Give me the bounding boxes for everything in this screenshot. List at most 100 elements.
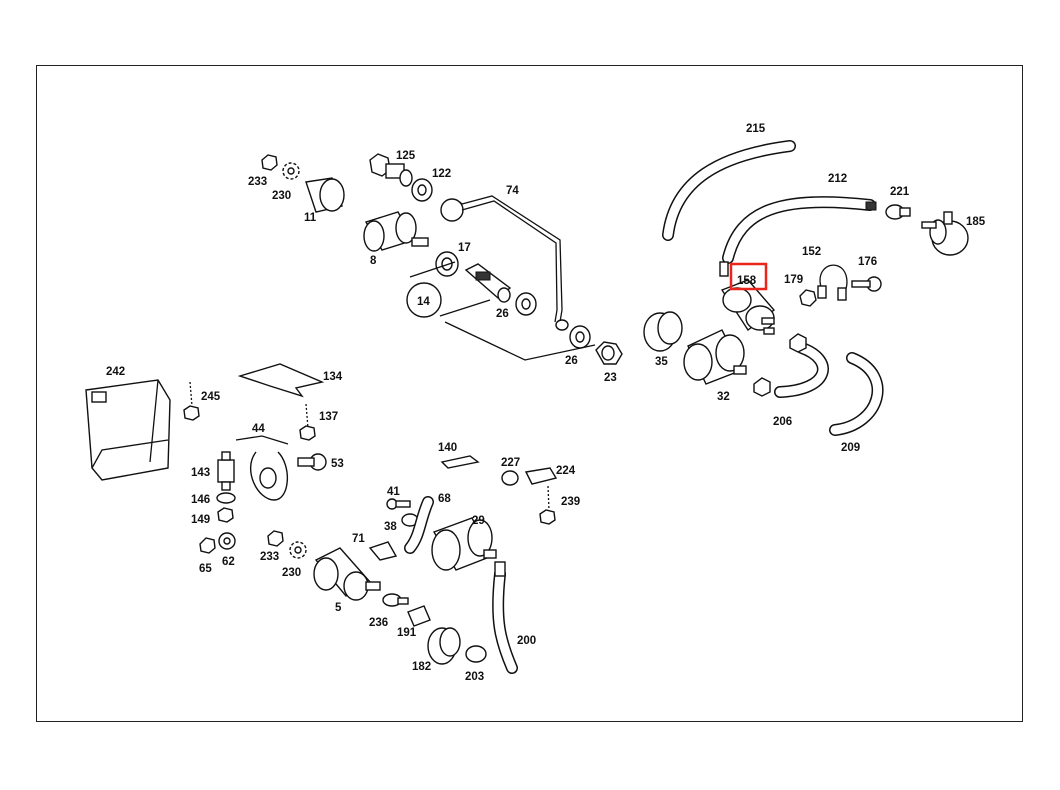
label-5[interactable]: 5 (335, 602, 342, 614)
label-125[interactable]: 125 (396, 150, 416, 162)
label-41[interactable]: 41 (387, 486, 400, 498)
cap-182[interactable] (427, 627, 461, 665)
hose-68[interactable] (404, 496, 434, 554)
bolt-41[interactable] (386, 498, 411, 510)
label-206[interactable]: 206 (773, 416, 792, 428)
screw-239[interactable] (539, 485, 556, 525)
clamp-44[interactable] (235, 435, 289, 501)
nut-65[interactable] (199, 537, 216, 554)
bracket-140[interactable] (440, 455, 480, 469)
label-32[interactable]: 32 (717, 391, 730, 403)
hose-212[interactable] (722, 196, 877, 264)
label-158[interactable]: 158 (737, 275, 757, 287)
label-152[interactable]: 152 (802, 246, 821, 258)
label-209[interactable]: 209 (841, 442, 860, 454)
label-23[interactable]: 23 (604, 372, 617, 384)
label-8[interactable]: 8 (370, 255, 377, 267)
label-221[interactable]: 221 (890, 186, 910, 198)
label-38[interactable]: 38 (384, 521, 397, 533)
label-35[interactable]: 35 (655, 356, 668, 368)
washer-230-top[interactable] (282, 162, 300, 180)
label-143[interactable]: 143 (191, 467, 210, 479)
label-149[interactable]: 149 (191, 514, 210, 526)
label-245[interactable]: 245 (201, 391, 221, 403)
nut-179[interactable] (799, 289, 817, 307)
label-53[interactable]: 53 (331, 458, 344, 470)
label-11[interactable]: 11 (304, 212, 317, 224)
label-146[interactable]: 146 (191, 494, 210, 506)
mount-143[interactable] (217, 451, 235, 491)
label-140[interactable]: 140 (438, 442, 457, 454)
label-239[interactable]: 239 (561, 496, 580, 508)
sleeve-11[interactable] (305, 177, 345, 213)
label-233-top[interactable]: 233 (248, 176, 267, 188)
label-182[interactable]: 182 (412, 661, 431, 673)
nut-233-top[interactable] (261, 154, 278, 171)
bracket-152[interactable] (817, 264, 848, 301)
label-62[interactable]: 62 (222, 556, 235, 568)
clamp-221[interactable] (885, 204, 911, 220)
clamp-203[interactable] (465, 645, 487, 663)
hose-215[interactable] (662, 140, 796, 241)
washer-62[interactable] (218, 532, 236, 550)
label-74[interactable]: 74 (506, 185, 519, 197)
hose-209[interactable] (829, 352, 884, 436)
label-203[interactable]: 203 (465, 671, 484, 683)
washer-122[interactable] (411, 178, 433, 202)
ring-35[interactable] (643, 311, 683, 352)
label-137[interactable]: 137 (319, 411, 338, 423)
accumulator-32[interactable] (683, 329, 747, 385)
sleeve-191[interactable] (407, 605, 431, 627)
label-230-bottom[interactable]: 230 (282, 567, 301, 579)
hose-200[interactable] (492, 561, 518, 674)
nut-149[interactable] (217, 507, 234, 523)
fitting-125[interactable] (369, 153, 413, 187)
washer-26-mid[interactable] (569, 325, 591, 349)
label-200[interactable]: 200 (517, 635, 536, 647)
label-26-top[interactable]: 26 (496, 308, 509, 320)
grommet-227[interactable] (501, 470, 519, 486)
label-230-top[interactable]: 230 (272, 190, 291, 202)
label-227[interactable]: 227 (501, 457, 520, 469)
clip-224[interactable] (524, 467, 558, 485)
label-191[interactable]: 191 (397, 627, 417, 639)
bracket-242[interactable] (85, 379, 171, 481)
hose-206[interactable] (753, 333, 829, 398)
label-212[interactable]: 212 (828, 173, 847, 185)
injector-group[interactable] (464, 263, 512, 303)
valve-185[interactable] (921, 211, 969, 256)
screw-137[interactable] (299, 403, 316, 441)
fuel-pump-158[interactable] (719, 261, 776, 335)
clamp-71[interactable] (368, 541, 398, 561)
washer-26-top[interactable] (515, 292, 537, 316)
pump-5[interactable] (313, 547, 381, 601)
washer-230-bottom[interactable] (289, 541, 307, 559)
nut-23[interactable] (595, 341, 623, 365)
screw-245[interactable] (183, 381, 200, 421)
nut-233-bottom[interactable] (267, 530, 284, 547)
label-26-mid[interactable]: 26 (565, 355, 578, 367)
label-44[interactable]: 44 (252, 423, 265, 435)
label-29[interactable]: 29 (472, 515, 485, 527)
label-233-bottom[interactable]: 233 (260, 551, 279, 563)
label-68[interactable]: 68 (438, 493, 451, 505)
label-176[interactable]: 176 (858, 256, 877, 268)
label-236[interactable]: 236 (369, 617, 388, 629)
label-122[interactable]: 122 (432, 168, 451, 180)
label-71[interactable]: 71 (352, 533, 365, 545)
washer-146[interactable] (216, 492, 236, 504)
plate-134[interactable] (237, 363, 325, 398)
label-14[interactable]: 14 (417, 296, 430, 308)
part-14[interactable] (406, 261, 596, 361)
label-185[interactable]: 185 (966, 216, 986, 228)
bolt-176[interactable] (851, 276, 882, 292)
label-215[interactable]: 215 (746, 123, 766, 135)
label-242[interactable]: 242 (106, 366, 125, 378)
bolt-53[interactable] (297, 453, 327, 471)
label-17[interactable]: 17 (458, 242, 471, 254)
label-65[interactable]: 65 (199, 563, 212, 575)
clamp-236[interactable] (382, 593, 409, 607)
filter-8[interactable] (363, 211, 429, 252)
label-179[interactable]: 179 (784, 274, 803, 286)
label-134[interactable]: 134 (323, 371, 343, 383)
